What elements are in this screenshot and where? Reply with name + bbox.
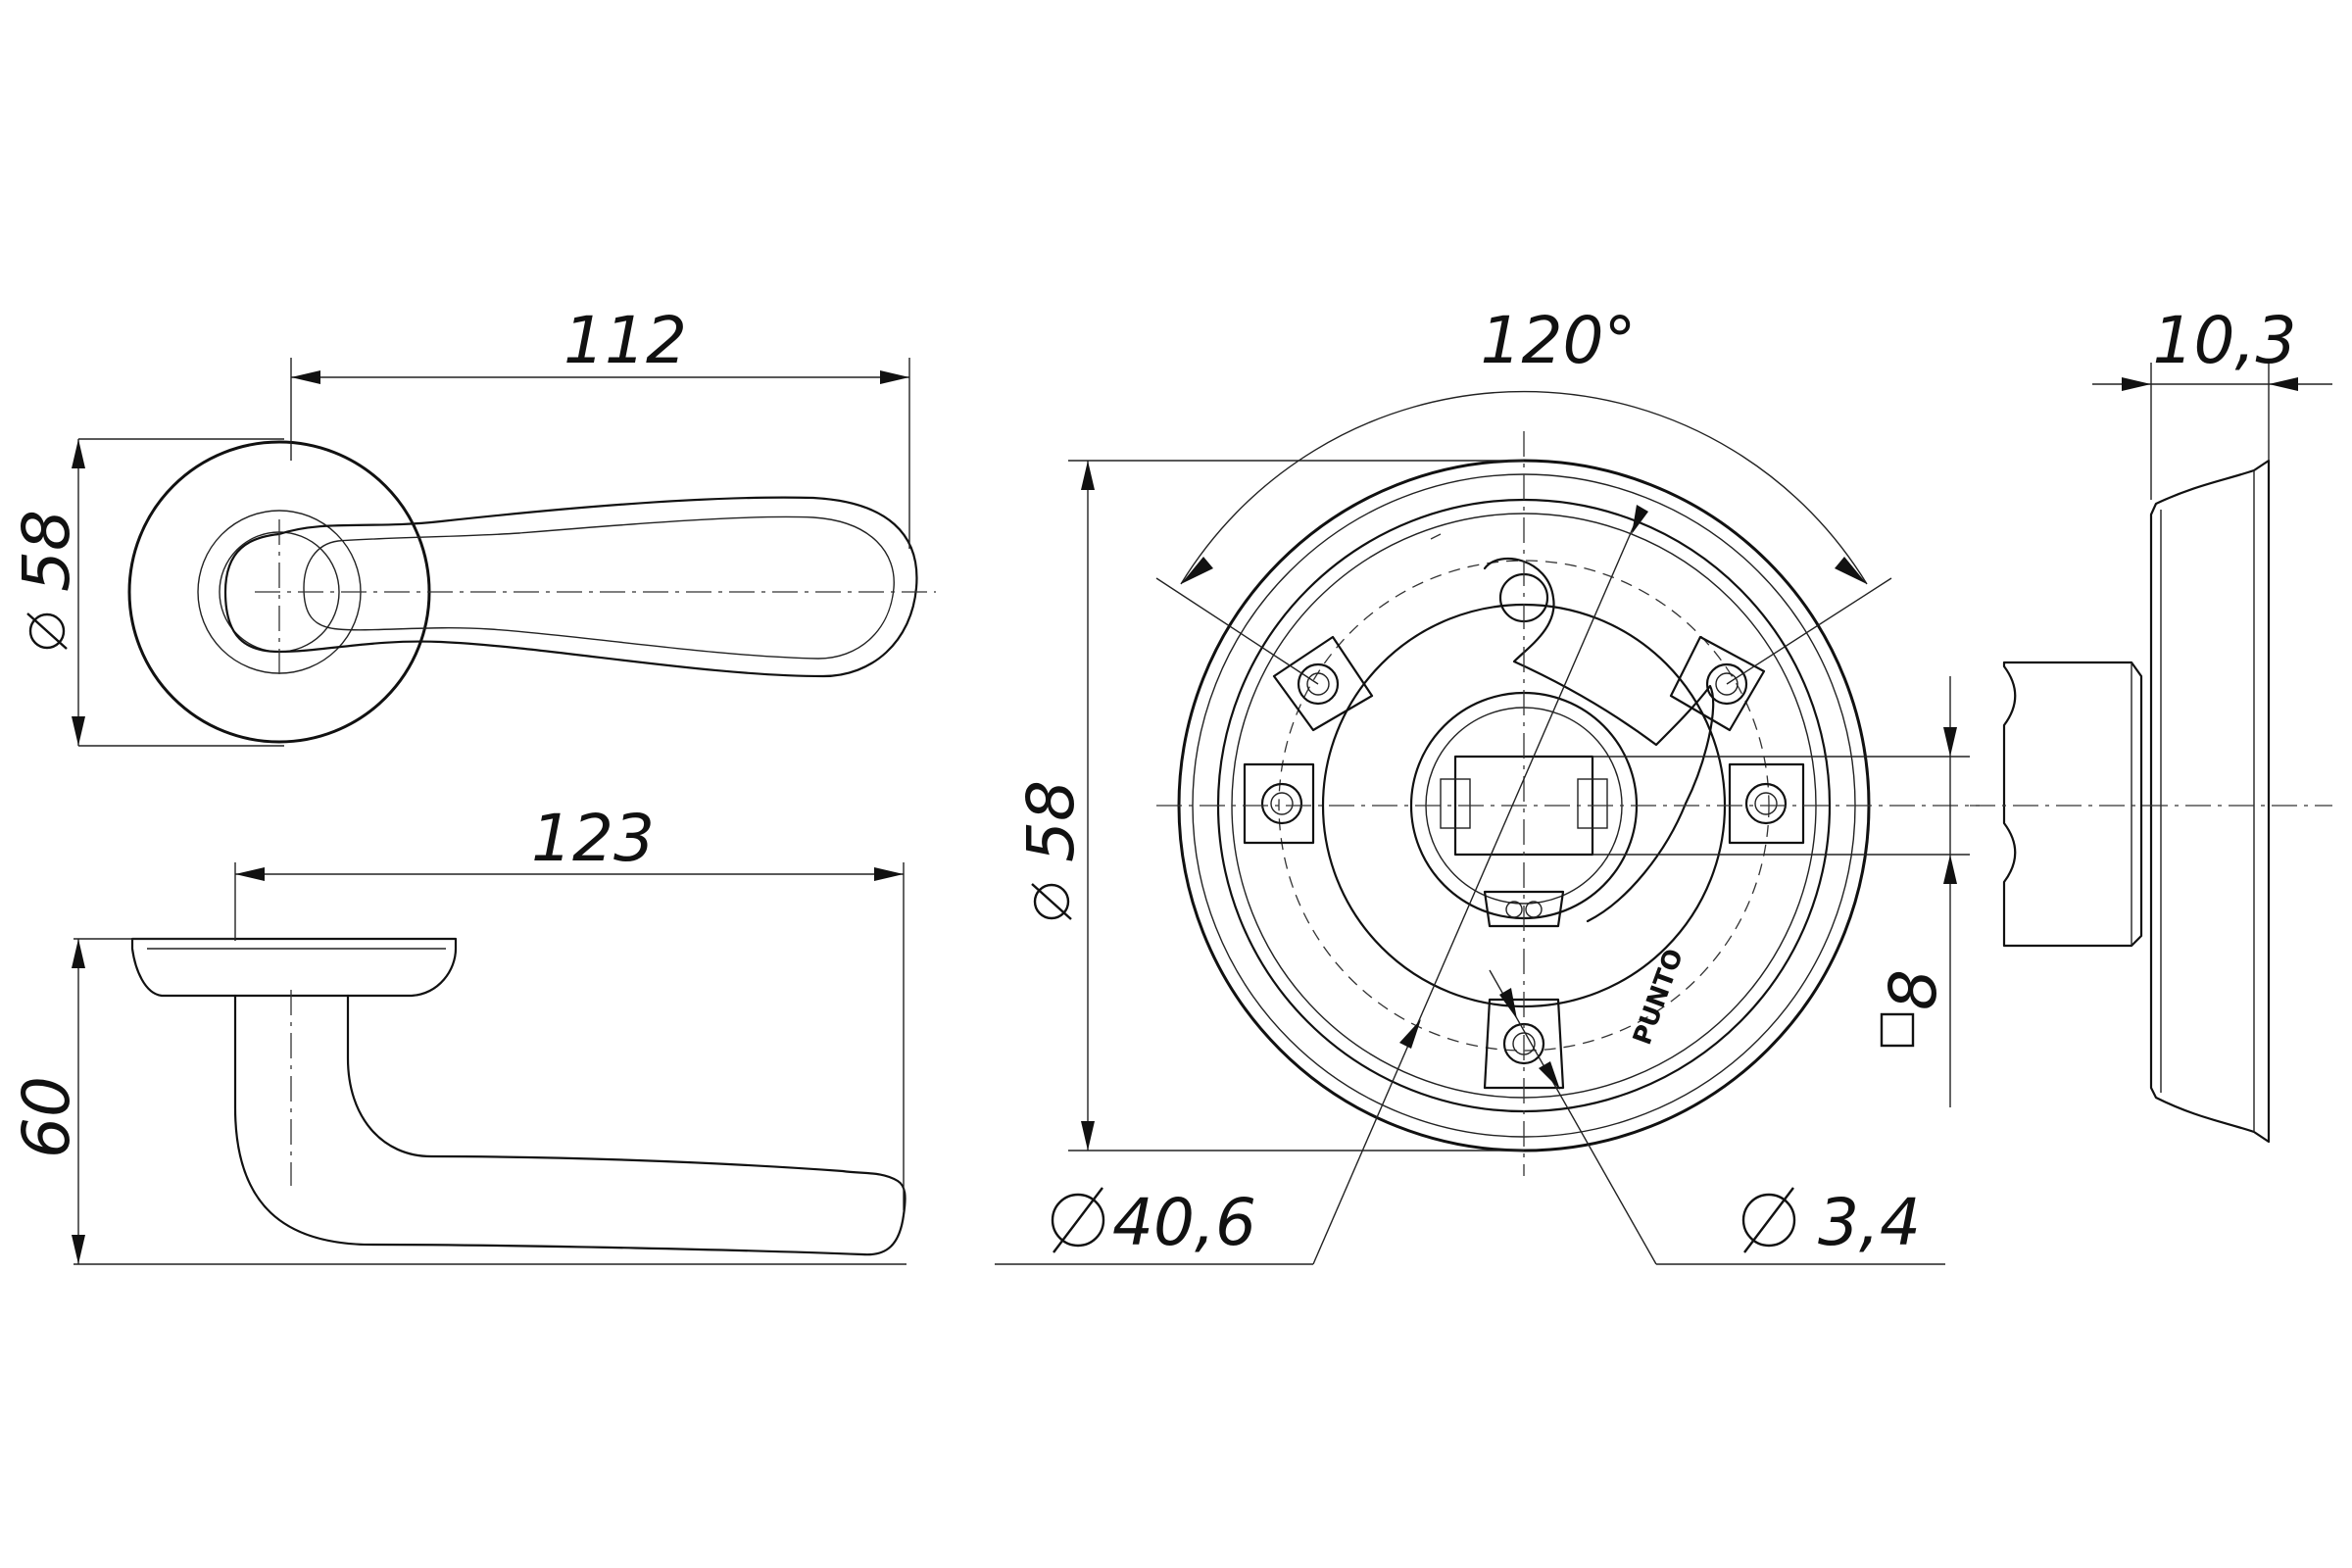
lug-right (1728, 762, 1805, 845)
top-view: 112 58 (9, 303, 936, 747)
dim-112-label: 112 (564, 303, 687, 378)
dim-rose-diameter-label: 58 (9, 510, 84, 592)
lug-upper-right (1669, 635, 1766, 732)
bolt-circle-callout: 40,6 (1051, 1185, 1256, 1260)
lug-upper-left (1272, 635, 1374, 732)
dim-bolt-circle-label: 40,6 (1112, 1185, 1256, 1260)
base-plate-view: PUNTO 120° 58 40,6 (995, 303, 1980, 1265)
dim-spindle-square-label: 8 (1876, 969, 1951, 1010)
screw-hole-callout: 3,4 (1741, 1185, 1921, 1260)
dim-60-label: 60 (9, 1076, 84, 1158)
dim-screw-hole-label: 3,4 (1818, 1185, 1921, 1260)
dim-120-degree-label: 120° (1481, 303, 1637, 378)
lug-left (1243, 762, 1315, 845)
dim-thickness-label: 10,3 (2153, 303, 2297, 378)
side-view: 123 60 (9, 801, 906, 1265)
brand-mark: PUNTO (1628, 945, 1690, 1049)
dim-outer-diameter-label: 58 (1013, 780, 1089, 862)
small-double-hole (1483, 890, 1565, 928)
section-view: 10,3 (1970, 303, 2332, 1144)
dim-123-label: 123 (531, 801, 655, 876)
